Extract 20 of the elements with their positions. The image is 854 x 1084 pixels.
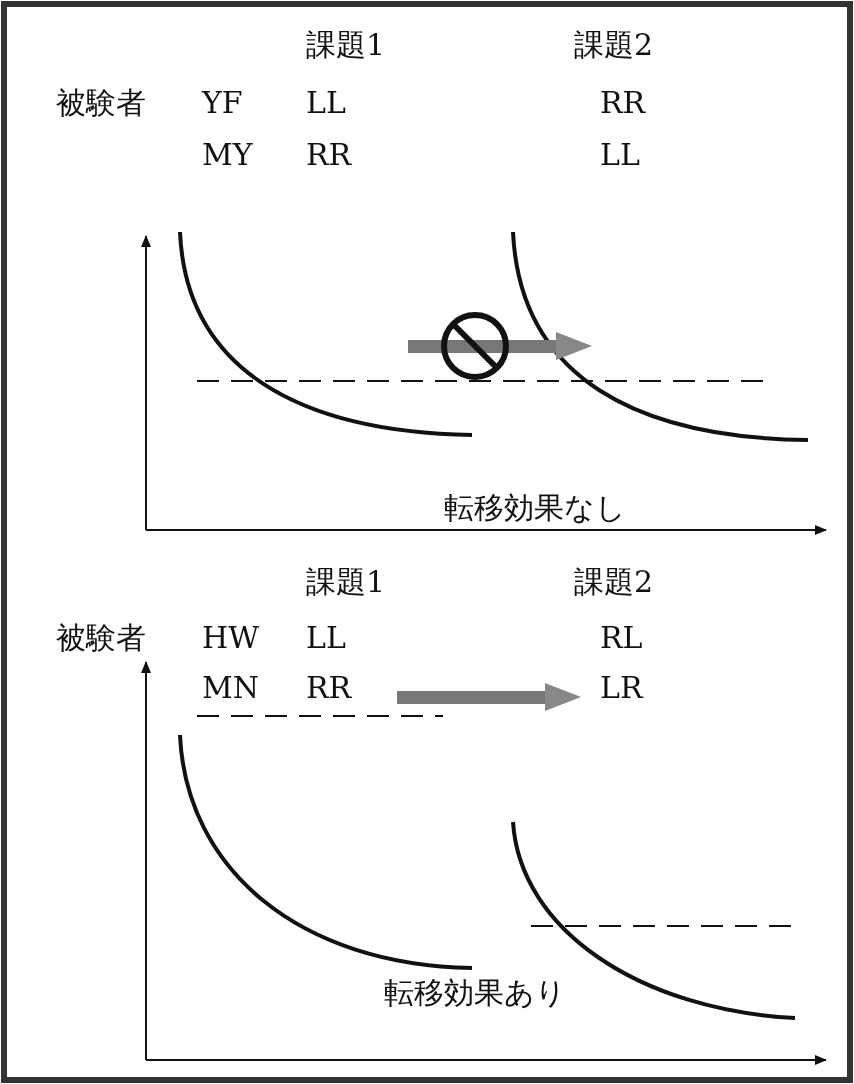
table-cell: RR (306, 137, 352, 173)
caption-text: 転移効果あり (384, 975, 566, 1011)
caption-text: 転移効果なし (444, 490, 626, 526)
table-cell: RL (600, 620, 643, 656)
table-cell: LL (600, 137, 640, 173)
table-cell: LL (306, 85, 346, 121)
row-label: 被験者 (56, 620, 146, 656)
subject-code: YF (202, 85, 243, 121)
table-cell: RR (600, 85, 646, 121)
subject-code: MY (202, 137, 253, 173)
column-header: 課題2 (574, 564, 654, 600)
column-header: 課題1 (306, 27, 386, 63)
table-cell: LL (306, 620, 346, 656)
table-cell: RR (306, 670, 352, 706)
table-cell: LR (600, 670, 643, 706)
row-label: 被験者 (56, 85, 146, 121)
subject-code: MN (202, 670, 259, 706)
column-header: 課題1 (306, 564, 386, 600)
subject-code: HW (202, 620, 259, 656)
column-header: 課題2 (574, 27, 654, 63)
